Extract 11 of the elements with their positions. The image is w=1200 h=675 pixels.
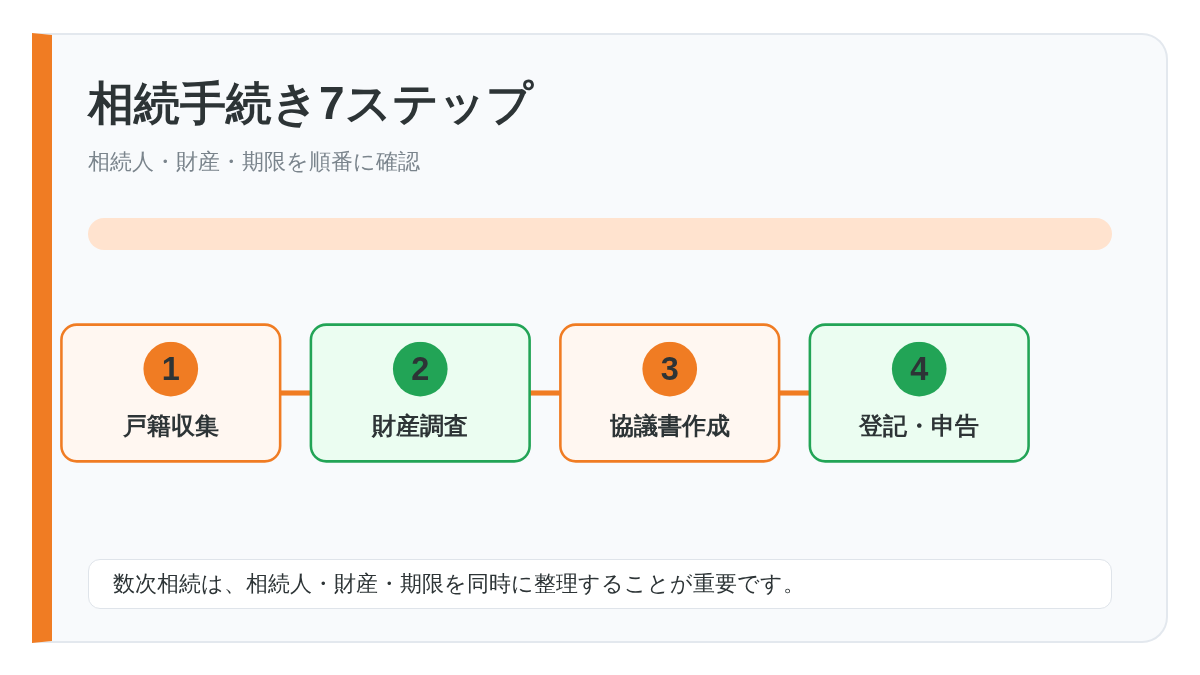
connector — [529, 390, 561, 396]
connector — [779, 390, 810, 396]
node-box — [309, 323, 531, 463]
subtitle: 相続人・財産・期限を順番に確認 — [88, 148, 420, 176]
note: 数次相続は、相続人・財産・期限を同時に整理することが重要です。 — [88, 559, 1112, 609]
card-background: 相続手続き7ステップ 相続人・財産・期限を順番に確認 1 戸籍収集 2 財産調査 3 協議書作成 4 登記・申告 数次相続は、相続人・財産・期限を同時に整理することが重要です。 — [32, 33, 1168, 643]
node-box — [60, 323, 282, 463]
connector — [280, 390, 311, 396]
node-box — [808, 323, 1030, 463]
node-box — [559, 323, 781, 463]
title: 相続手続き7ステップ — [88, 76, 533, 131]
